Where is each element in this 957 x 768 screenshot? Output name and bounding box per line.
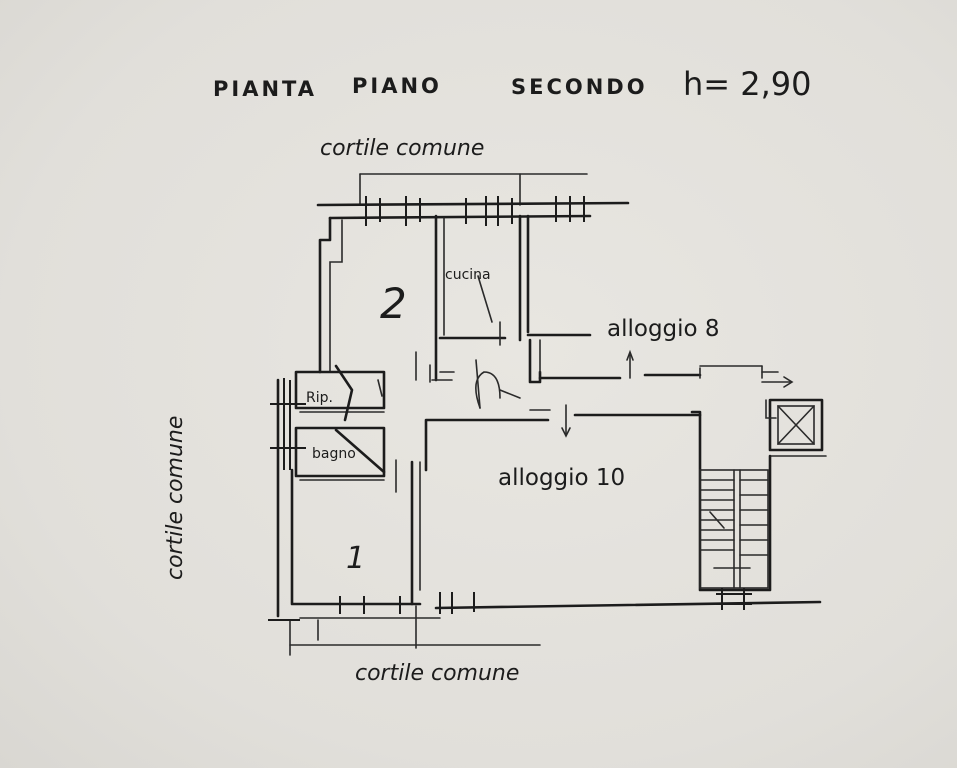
corridor-walls <box>528 338 794 388</box>
storage-label: Rip. <box>306 390 333 406</box>
service-block <box>270 364 397 493</box>
bathroom-label: bagno <box>312 446 356 462</box>
ceiling-height-label: h= 2,90 <box>683 65 812 103</box>
room-2-label: 2 <box>380 279 407 328</box>
unit-10-top-wall <box>424 404 702 472</box>
hall-doors <box>415 351 521 409</box>
staircase <box>690 410 772 610</box>
left-upper-wall <box>318 216 343 374</box>
courtyard-top-label: cortile comune <box>320 136 484 161</box>
title-word-piano: PIANO <box>352 74 442 98</box>
courtyard-bottom-label: cortile comune <box>355 661 519 686</box>
top-wall <box>316 173 630 226</box>
unit-10-label: alloggio 10 <box>498 465 625 491</box>
kitchen-walls <box>434 214 592 382</box>
room-1-label: 1 <box>346 541 365 576</box>
kitchen-label: cucina <box>445 267 491 283</box>
courtyard-left-label: cortile comune <box>163 416 188 580</box>
elevator-shaft <box>765 398 827 457</box>
unit-8-label: alloggio 8 <box>607 316 720 342</box>
title-word-pianta: PIANTA <box>213 77 317 101</box>
title-word-secondo: SECONDO <box>511 75 648 99</box>
room-1-walls <box>268 378 822 656</box>
